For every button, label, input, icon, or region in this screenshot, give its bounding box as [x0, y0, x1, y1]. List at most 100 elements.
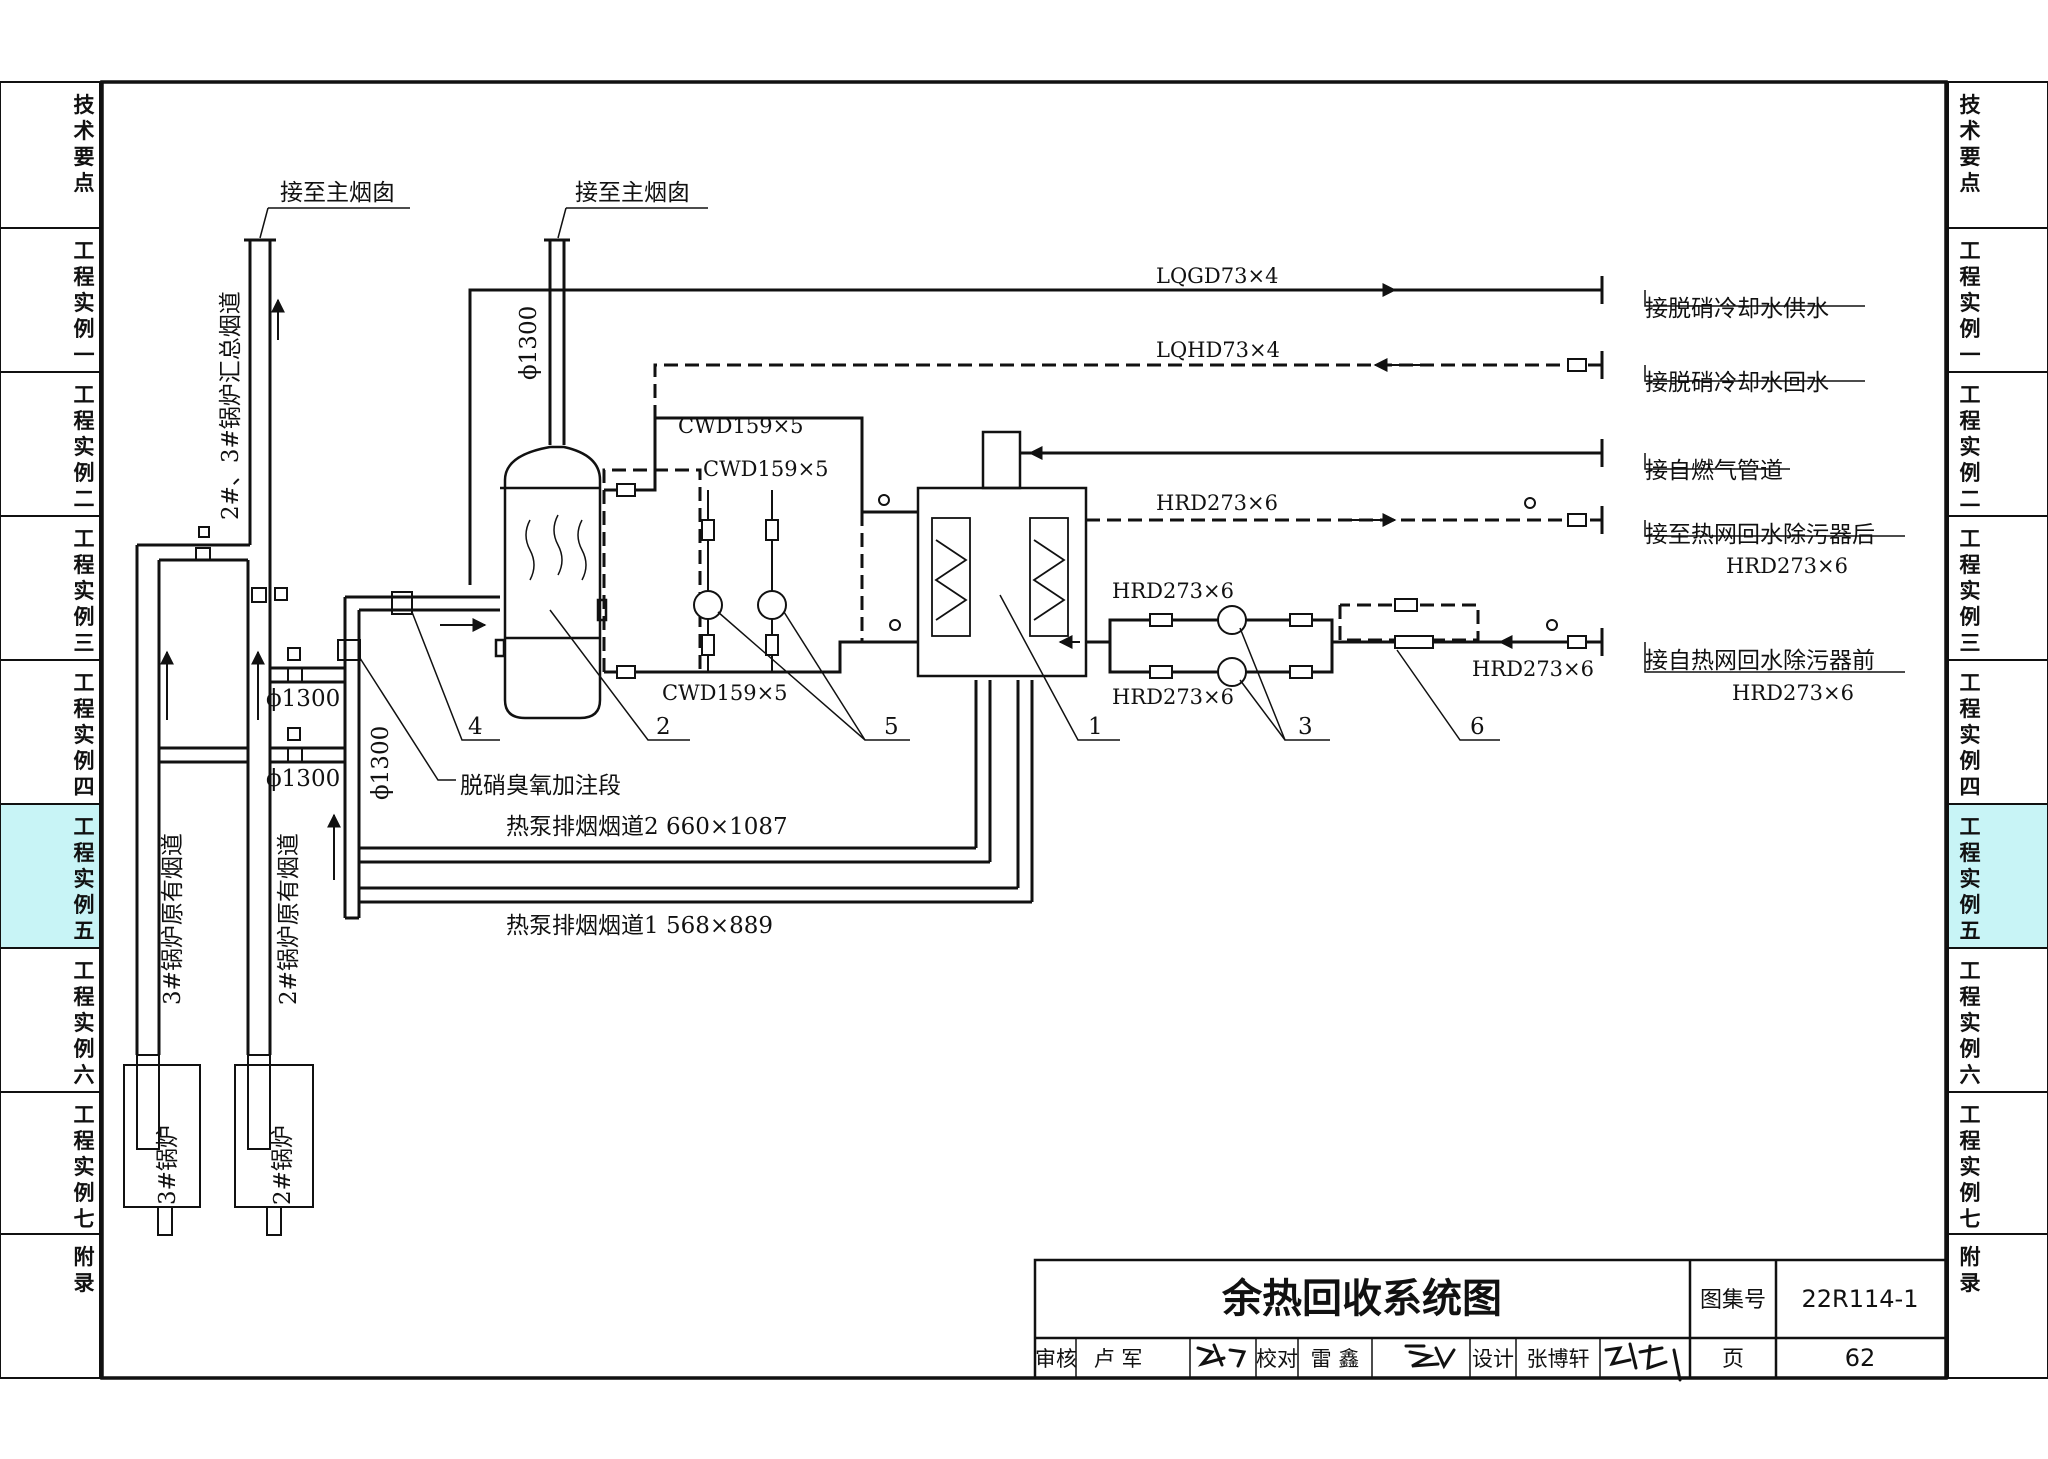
label-denox-section: 脱硝臭氧加注段	[460, 773, 621, 799]
side-tab-char: 三	[1960, 631, 1981, 655]
side-tab-char: 实	[1960, 579, 1981, 603]
side-tab-char: 实	[74, 291, 95, 315]
side-tab-char: 实	[74, 1011, 95, 1035]
label-hp-flue-1: 热泵排烟烟道1 568×889	[506, 913, 773, 939]
label-cw-bottom: CWD159×5	[662, 681, 788, 705]
side-tab-char: 程	[74, 841, 95, 865]
side-tab-char: 附	[1960, 1245, 1981, 1269]
side-tab-char: 附	[74, 1245, 95, 1269]
side-tab-char: 例	[74, 317, 95, 341]
side-tab-9[interactable]: 附录	[1947, 1233, 2048, 1379]
side-tab-char: 程	[1960, 1129, 1981, 1153]
supply-arrows	[1028, 283, 1397, 649]
side-tab-char: 实	[74, 867, 95, 891]
boiler-2	[234, 1054, 314, 1236]
label-from-net-before-spec: HRD273×6	[1732, 681, 1854, 705]
signatures	[1196, 1342, 1682, 1382]
atlas-no: 22R114-1	[1802, 1285, 1919, 1313]
denox-tower	[494, 445, 608, 720]
side-tab-char: 程	[74, 265, 95, 289]
side-tab-char: 实	[74, 435, 95, 459]
side-tab-char: 实	[1960, 435, 1981, 459]
inline-valves	[616, 358, 1587, 679]
side-tab-char: 实	[1960, 1155, 1981, 1179]
review-label: 审核	[1035, 1347, 1077, 1371]
side-tab-char: 例	[74, 893, 95, 917]
label-from-gas: 接自燃气管道	[1645, 458, 1783, 484]
label-hr-pump-top: HRD273×6	[1112, 579, 1234, 603]
side-tab-char: 程	[74, 985, 95, 1009]
side-tab-char: 六	[1960, 1063, 1981, 1087]
label-dia-1: ϕ1300	[266, 686, 340, 712]
tag-6: 6	[1470, 714, 1485, 740]
side-tab-char: 工	[74, 671, 95, 695]
side-tab-char: 实	[74, 723, 95, 747]
side-tab-char: 技	[74, 93, 96, 117]
side-tab-char: 六	[74, 1063, 95, 1087]
page-label: 页	[1722, 1347, 1744, 1372]
side-tab-char: 术	[1960, 119, 1981, 143]
side-tab-char: 工	[1960, 959, 1981, 983]
flue-ducts	[135, 238, 1034, 1055]
side-tab-char: 实	[1960, 1011, 1981, 1035]
side-tab-char: 例	[74, 461, 95, 485]
side-tab-char: 三	[74, 631, 95, 655]
boiler-3	[123, 1054, 201, 1236]
side-tab-char: 工	[74, 1103, 95, 1127]
side-tab-char: 四	[74, 775, 95, 799]
boiler-2-label: 2#锅炉	[270, 1125, 296, 1205]
side-tab-char: 程	[1960, 985, 1981, 1009]
side-tab-char: 例	[1960, 317, 1981, 341]
label-lqh: LQHD73×4	[1156, 338, 1280, 362]
label-to-net-after-spec: HRD273×6	[1726, 554, 1848, 578]
designer-name: 张博轩	[1527, 1347, 1590, 1371]
label-to-cool-supply: 接脱硝冷却水供水	[1645, 296, 1829, 322]
supply-pipes	[468, 288, 1602, 674]
label-dia-main: ϕ1300	[516, 306, 542, 380]
side-tab-9[interactable]: 附录	[0, 1233, 101, 1379]
side-tab-char: 工	[74, 527, 95, 551]
side-tab-char: 工	[74, 383, 95, 407]
label-hr-top: HRD273×6	[1156, 491, 1278, 515]
side-tab-char: 工	[1960, 383, 1981, 407]
checker-name: 雷 鑫	[1311, 1347, 1360, 1371]
side-tab-char: 例	[1960, 461, 1981, 485]
tag-4: 4	[468, 714, 483, 740]
tag-2: 2	[656, 714, 671, 740]
side-tab-char: 二	[1960, 487, 1981, 511]
reviewer-name: 卢 军	[1094, 1347, 1143, 1371]
side-tab-char: 一	[74, 343, 95, 367]
side-nav-right: 技术要点工程实例一工程实例二工程实例三工程实例四工程实例五工程实例六工程实例七附…	[1947, 81, 2048, 1379]
return-pipes	[602, 363, 1602, 672]
label-to-main-chimney-1: 接至主烟囱	[280, 180, 395, 206]
side-tab-char: 四	[1960, 775, 1981, 799]
side-tab-char: 七	[74, 1207, 95, 1231]
label-to-net-after: 接至热网回水除污器后	[1645, 522, 1875, 548]
side-tab-char: 程	[74, 697, 95, 721]
side-tab-char: 技	[1960, 93, 1982, 117]
heat-pump-unit	[916, 430, 1088, 678]
side-tab-char: 工	[1960, 671, 1981, 695]
cw-pumps	[693, 490, 787, 672]
drawing-frame	[100, 80, 1948, 1380]
label-dia-2: ϕ1300	[266, 766, 340, 792]
side-tab-char: 例	[1960, 893, 1981, 917]
label-hp-flue-2: 热泵排烟烟道2 660×1087	[506, 814, 788, 840]
